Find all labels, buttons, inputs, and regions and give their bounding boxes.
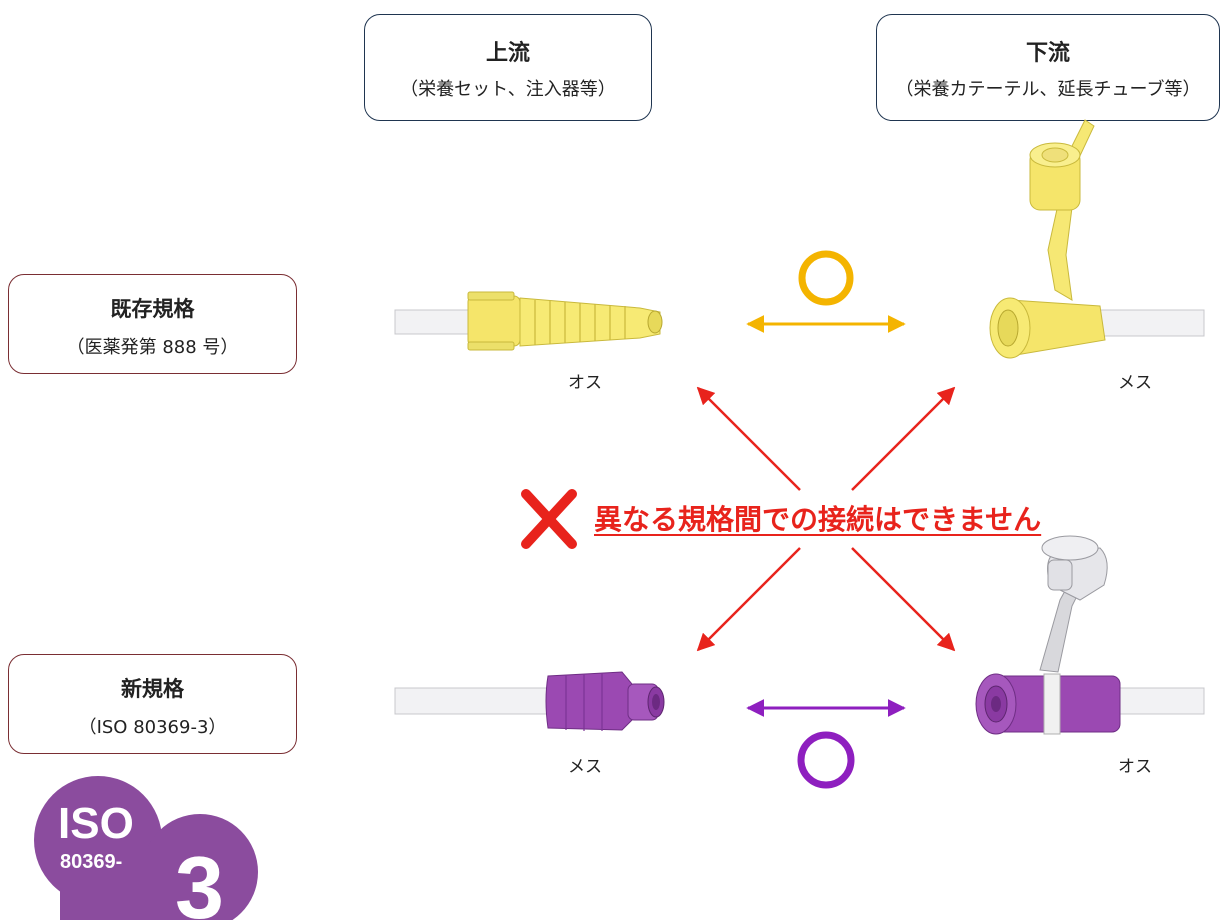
existing-upstream-label: オス <box>568 373 602 393</box>
iso-80369-3-logo: ISO 80369- 3 <box>34 776 258 920</box>
ng-cross-mark <box>521 489 577 549</box>
ng-arrow-upper-left <box>696 386 801 491</box>
ng-arrow-upper-right <box>851 386 956 491</box>
existing-ok-mark <box>798 250 854 306</box>
downstream-subtitle: （栄養カテーテル、延長チューブ等） <box>895 79 1201 100</box>
existing-upstream-connector <box>394 291 663 351</box>
existing-downstream-label: メス <box>1118 373 1152 393</box>
new-standard-title: 新規格 <box>121 677 184 701</box>
downstream-header: 下流 （栄養カテーテル、延長チューブ等） <box>876 14 1220 121</box>
new-standard-subtitle: （ISO 80369-3） <box>78 717 227 738</box>
new-ok-mark <box>797 731 855 789</box>
ng-arrow-lower-right <box>851 547 956 652</box>
existing-standard-subtitle: （医薬発第 888 号） <box>66 337 239 358</box>
ng-arrow-lower-left <box>696 547 801 652</box>
new-downstream-label: オス <box>1118 757 1152 777</box>
new-downstream-connector <box>975 535 1205 735</box>
logo-text-number: 80369- <box>60 851 122 873</box>
incompatible-warning: 異なる規格間での接続はできません <box>592 498 1044 538</box>
new-upstream-connector <box>394 671 665 731</box>
logo-text-iso: ISO <box>58 799 134 848</box>
existing-standard-box: 既存規格 （医薬発第 888 号） <box>8 274 297 374</box>
existing-downstream-connector <box>989 119 1205 359</box>
upstream-title: 上流 <box>485 41 530 66</box>
existing-standard-title: 既存規格 <box>110 297 195 321</box>
downstream-title: 下流 <box>1025 41 1070 66</box>
new-upstream-label: メス <box>568 757 602 777</box>
upstream-subtitle: （栄養セット、注入器等） <box>400 79 616 100</box>
upstream-header: 上流 （栄養セット、注入器等） <box>364 14 652 121</box>
logo-text-part: 3 <box>175 838 224 920</box>
new-standard-box: 新規格 （ISO 80369-3） <box>8 654 297 754</box>
